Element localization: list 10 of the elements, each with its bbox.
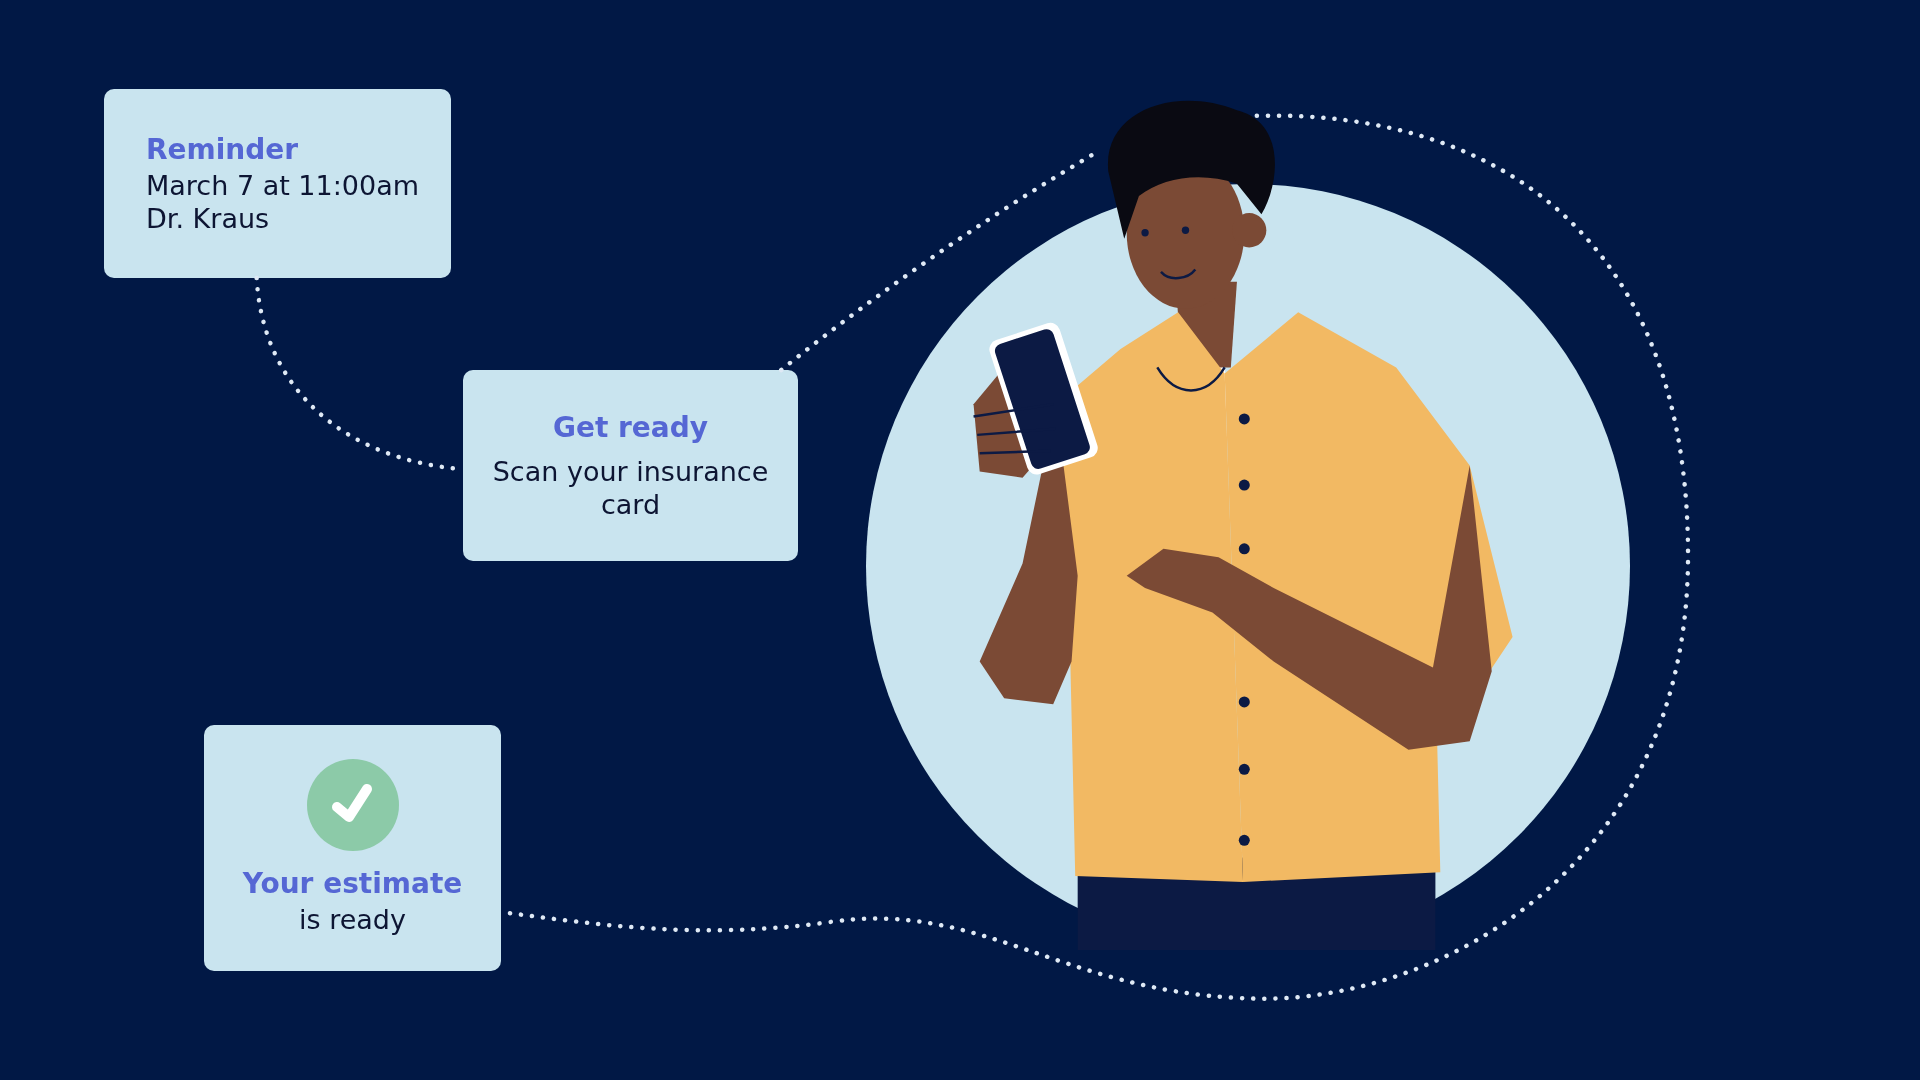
info-card [104,89,451,278]
card-heading: Your estimate [242,866,463,903]
card-text: is ready [299,903,406,937]
card-heading: Reminder [146,131,299,168]
card-heading: Get ready [552,409,709,446]
card-text: Scan your insurance card [491,454,770,523]
info-card [204,725,501,971]
card-text: Dr. Kraus [146,202,270,237]
info-card [463,370,798,561]
card-text: March 7 at 11:00am [146,168,420,203]
